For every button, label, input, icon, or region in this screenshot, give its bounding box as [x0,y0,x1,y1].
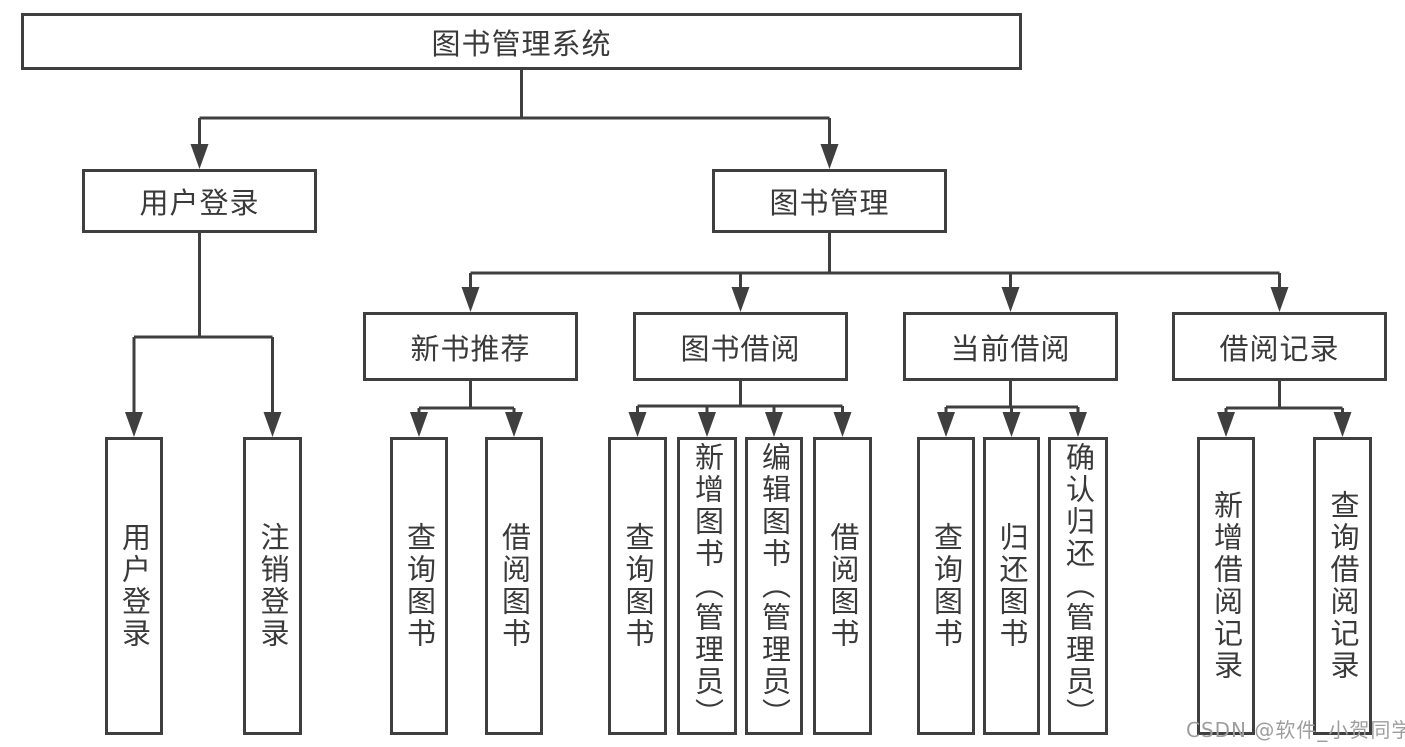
node-root: 图书管理系统 [21,13,1022,70]
leaf-label: 查询图书 [621,522,655,650]
leaf-bb-add-books-admin: 新增图书（管理员） [677,437,737,735]
node-book-management: 图书管理 [712,169,947,233]
leaf-user-login: 用户登录 [105,437,163,735]
leaf-cb-query-books: 查询图书 [917,437,975,735]
leaf-label: 归还图书 [995,522,1029,650]
leaf-bb-borrow-books: 借阅图书 [813,437,872,735]
leaf-bb-query-books: 查询图书 [608,437,667,735]
leaf-label: 用户登录 [117,522,152,650]
leaf-br-add-record: 新增借阅记录 [1197,437,1255,735]
leaf-label: 查询图书 [402,522,437,650]
node-current-borrowing: 当前借阅 [903,312,1118,381]
leaf-label: 借阅图书 [497,522,532,650]
leaf-label: 新增借阅记录 [1209,490,1244,682]
leaf-cb-confirm-return-admin: 确认归还（管理员） [1048,437,1108,735]
leaf-cb-return-books: 归还图书 [983,437,1040,735]
leaf-label: 借阅图书 [826,522,860,650]
watermark: CSDN @软件_小贺同学 [1186,718,1405,742]
leaf-label: 新增图书（管理员） [690,442,725,730]
leaf-bb-edit-books-admin: 编辑图书（管理员） [745,437,803,735]
leaf-label: 查询借阅记录 [1326,490,1360,682]
leaf-label: 查询图书 [929,522,964,650]
node-book-borrowing: 图书借阅 [633,312,848,381]
leaf-label: 编辑图书（管理员） [757,442,792,730]
leaf-br-query-record: 查询借阅记录 [1313,437,1372,735]
node-borrowing-records: 借阅记录 [1172,312,1387,381]
node-user-login: 用户登录 [82,169,317,233]
leaf-label: 注销登录 [256,522,290,650]
leaf-label: 确认归还（管理员） [1061,442,1096,730]
leaf-logout: 注销登录 [243,437,302,735]
leaf-nb-query-books: 查询图书 [390,437,448,735]
node-new-book-recommend: 新书推荐 [363,312,578,381]
leaf-nb-borrow-books: 借阅图书 [485,437,543,735]
